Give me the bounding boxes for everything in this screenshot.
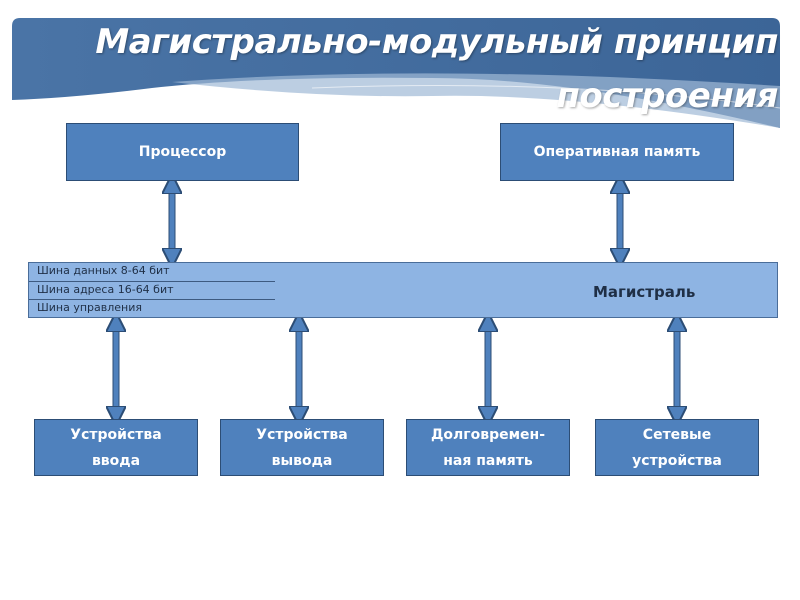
module-ram-label: Оперативная память [533,144,701,160]
module-label-line: Устройства [256,426,348,443]
bus-line-control: Шина управления [37,301,143,314]
bus-line-address: Шина адреса 16-64 бит [37,283,174,296]
module-label-line: Сетевые [642,426,712,443]
module-processor: Процессор [66,123,299,181]
module-network-devices: Сетевые устройства [595,419,759,476]
module-processor-label: Процессор [138,144,227,160]
module-long-term-memory: Долговремен- ная память [406,419,570,476]
title-banner [12,18,780,128]
system-bus: Шина данных 8-64 бит Шина адреса 16-64 б… [28,262,778,318]
module-output-devices: Устройства вывода [220,419,384,476]
module-label-line: ная память [443,452,533,469]
title-line-2: построения [556,76,778,116]
module-label-line: ввода [91,452,141,469]
module-label-line: Долговремен- [430,426,546,443]
bus-line-data: Шина данных 8-64 бит [37,264,170,277]
module-label-line: устройства [632,452,722,469]
bus-label: Магистраль [593,283,696,301]
module-label-line: вывода [271,452,333,469]
title-line-1: Магистрально-модульный принцип [95,22,778,62]
module-label-line: Устройства [70,426,162,443]
module-ram: Оперативная память [500,123,734,181]
bus-separator [29,299,275,300]
module-input-devices: Устройства ввода [34,419,198,476]
bus-separator [29,281,275,282]
